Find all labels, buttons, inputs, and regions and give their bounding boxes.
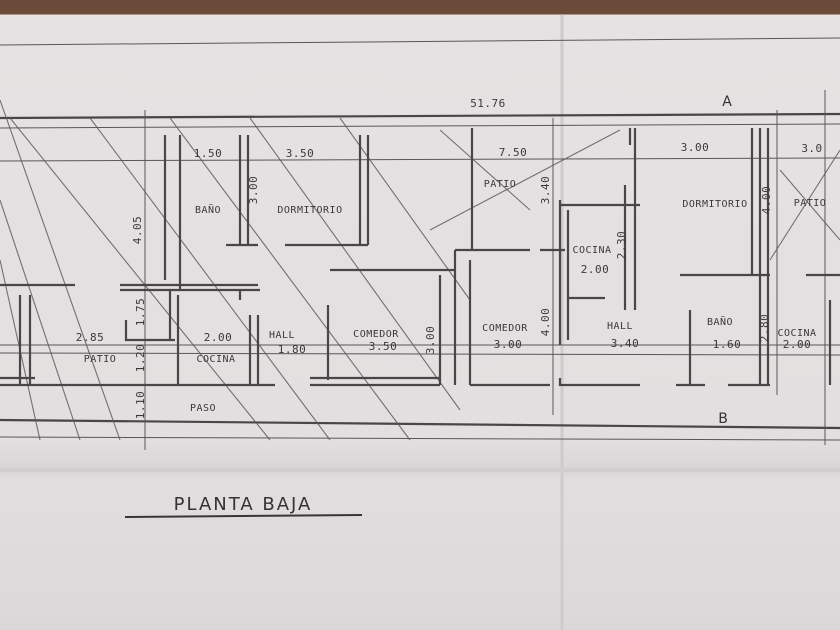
dimension-label: 3.00: [494, 338, 523, 351]
room-label-dormitorio: DORMITORIO: [682, 199, 747, 210]
dimension-label: 4.00: [760, 186, 773, 215]
dimension-label: 2.85: [76, 331, 105, 344]
dimension-label: 3.00: [247, 176, 260, 205]
title-underline: [124, 514, 363, 518]
dimension-label: 1.10: [134, 391, 147, 420]
dimension-label: 2.00: [204, 331, 233, 344]
walls: [0, 128, 840, 387]
dimension-label: 3.0: [801, 142, 822, 155]
room-label-paso: PASO: [190, 403, 216, 414]
dimension-label: 2.80: [758, 314, 771, 343]
section-marker-a: A: [722, 94, 732, 110]
dimension-label: 3.50: [369, 340, 398, 353]
dimension-label: 1.75: [134, 298, 147, 327]
room-label-cocina: COCINA: [777, 328, 816, 339]
room-label-patio: PATIO: [484, 179, 517, 190]
dimension-label: 3.00: [424, 326, 437, 355]
plan-title: PLANTA BAJA: [174, 494, 313, 515]
dimension-label: 7.50: [499, 146, 528, 159]
room-label-comedor: COMEDOR: [482, 323, 528, 334]
dimension-label: 3.40: [539, 176, 552, 205]
room-label-patio: PATIO: [84, 354, 117, 365]
dimension-label: 2.00: [581, 263, 610, 276]
room-label-comedor: COMEDOR: [353, 329, 399, 340]
room-label-dormitorio: DORMITORIO: [277, 205, 342, 216]
dimension-label: 1.50: [194, 147, 223, 160]
dimension-label: 3.40: [611, 337, 640, 350]
total-length-dimension: 51.76: [470, 97, 506, 110]
dimension-label: 2.30: [615, 231, 628, 260]
dimension-label: 4.05: [131, 216, 144, 245]
room-label-cocina: COCINA: [572, 245, 611, 256]
reference-lines: [0, 37, 840, 450]
dimension-label: 1.60: [713, 338, 742, 351]
dimension-label: 4.00: [539, 308, 552, 337]
dimension-label: 1.20: [134, 344, 147, 373]
dimension-label: 3.50: [286, 147, 315, 160]
room-label-bano: BAÑO: [195, 203, 221, 216]
room-label-hall: HALL: [607, 321, 633, 332]
room-label-hall: HALL: [269, 330, 295, 341]
dimension-label: 3.00: [681, 141, 710, 154]
section-marker-b: B: [718, 411, 728, 427]
dimension-label: 1.80: [278, 343, 307, 356]
dimension-label: 2.00: [783, 338, 812, 351]
room-label-cocina: COCINA: [196, 354, 235, 365]
room-label-bano: BAÑO: [707, 315, 733, 328]
room-label-patio: PATIO: [794, 198, 827, 209]
